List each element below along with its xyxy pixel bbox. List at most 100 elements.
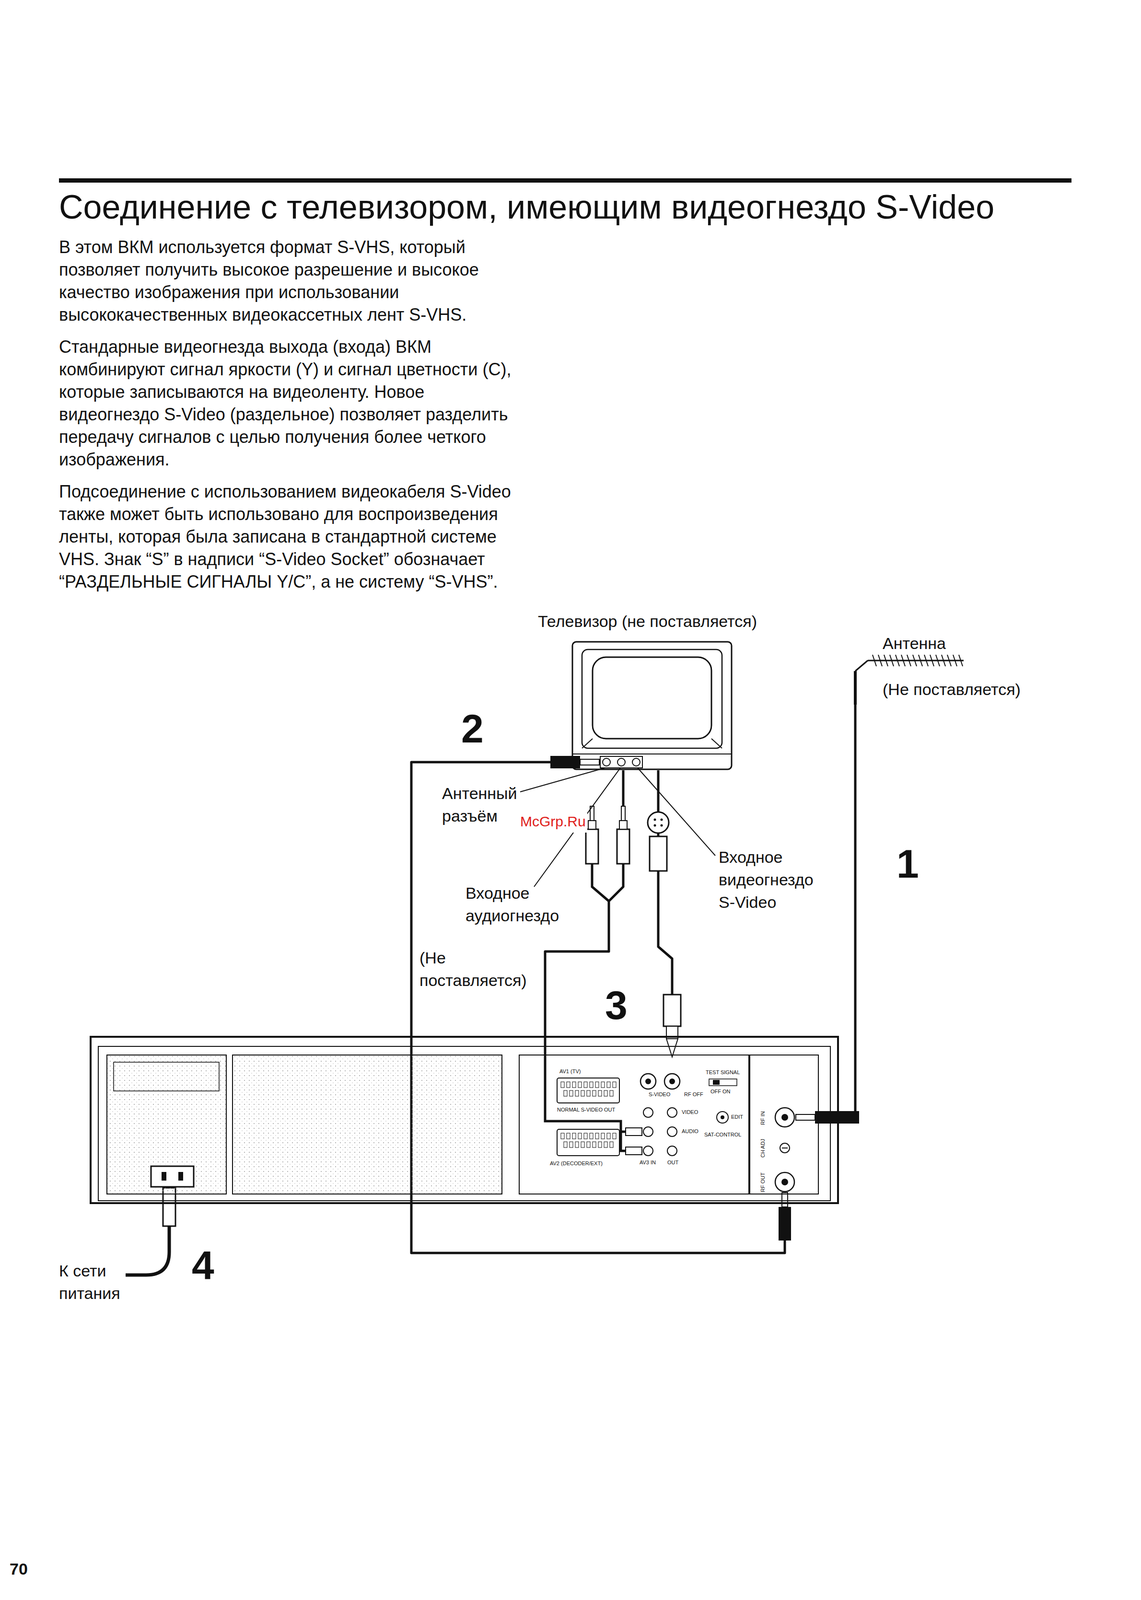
antenna-element xyxy=(930,654,934,667)
vcr-panel-plate xyxy=(113,1062,220,1092)
rf-plug xyxy=(815,1111,860,1124)
vcr-jack-panel xyxy=(519,1055,749,1195)
scart-pin xyxy=(569,1141,573,1148)
svideo-plug xyxy=(663,994,681,1027)
scart-pin xyxy=(598,1090,602,1097)
antenna-element xyxy=(935,654,940,667)
rf-jack-core xyxy=(781,1178,789,1186)
scart-pin xyxy=(581,1090,585,1097)
scart-pin xyxy=(609,1141,614,1148)
tv-screen xyxy=(592,657,712,739)
node-heading: Телевизор (не поставляется) xyxy=(537,612,757,631)
scart-pin xyxy=(566,1133,571,1140)
scart-pin xyxy=(586,1141,591,1148)
scart-pin xyxy=(586,1090,591,1097)
scart-pin xyxy=(583,1133,588,1140)
power-socket xyxy=(151,1166,194,1188)
scart-pin xyxy=(560,1082,565,1088)
antenna-element xyxy=(884,654,888,667)
scart-pin xyxy=(589,1133,594,1140)
edit-jack-core xyxy=(720,1115,725,1120)
scart-pin xyxy=(612,1133,617,1140)
rca-jack xyxy=(643,1107,653,1118)
rca-jack xyxy=(643,1146,653,1156)
scart-pin xyxy=(592,1141,596,1148)
rca-plug-collar xyxy=(588,820,596,830)
node-text: AUDIO xyxy=(681,1128,699,1135)
jack-label: Входное аудиогнездо xyxy=(465,882,569,928)
antenna-element xyxy=(958,654,963,667)
rca-jack xyxy=(667,1146,677,1156)
antenna-element xyxy=(889,654,894,667)
svideo-jack xyxy=(664,1073,680,1090)
socket-pin xyxy=(178,1172,184,1181)
scart-pin xyxy=(589,1082,594,1088)
rca-jack xyxy=(643,1127,653,1137)
node-text: TEST SIGNAL xyxy=(705,1069,740,1076)
scart-pin xyxy=(572,1133,576,1140)
svideo-jack-core xyxy=(669,1078,676,1085)
node-text: CH ADJ xyxy=(759,1139,767,1158)
watermark: McGrp.Ru xyxy=(518,810,588,833)
rf-plug-tip xyxy=(781,1192,788,1208)
scart-pin xyxy=(563,1141,568,1148)
scart-pin xyxy=(583,1082,588,1088)
antenna-element xyxy=(895,654,900,667)
tv-jack xyxy=(602,758,611,767)
rca-jack xyxy=(667,1127,677,1137)
scart-pin xyxy=(578,1133,582,1140)
tv-jack-panel xyxy=(600,756,643,769)
edit-jack xyxy=(716,1111,729,1124)
antenna-element xyxy=(872,654,877,667)
tv-bezel-corner xyxy=(582,738,593,749)
callout-number: 3 xyxy=(605,985,628,1026)
antenna-element xyxy=(907,654,911,667)
body-text: В этом ВКМ используется формат S-VHS, ко… xyxy=(58,235,529,603)
vcr-left-panel xyxy=(106,1055,227,1195)
rf-plug xyxy=(550,756,581,769)
rca-plug-tip xyxy=(621,806,626,821)
scart-pin xyxy=(606,1082,611,1088)
svideo-pin xyxy=(660,818,664,822)
antenna-element xyxy=(924,654,929,667)
antenna: Антенна (Не поставляется) xyxy=(848,632,1050,705)
tv-base-line xyxy=(572,753,732,755)
scart-pin xyxy=(609,1090,614,1097)
title-rule xyxy=(58,178,1072,183)
antenna-element xyxy=(901,654,906,667)
antenna-element xyxy=(947,654,952,667)
node-text: RF IN xyxy=(759,1111,767,1126)
node-text: (Не поставляется) xyxy=(882,680,1021,699)
rf-plug-tip xyxy=(580,759,600,766)
rf-in-jack xyxy=(775,1107,795,1128)
callout-number: 1 xyxy=(896,843,920,885)
rf-out-jack xyxy=(775,1172,795,1192)
svideo-jack xyxy=(640,1073,656,1090)
node-text: EDIT xyxy=(731,1114,744,1121)
scart-pin xyxy=(606,1133,611,1140)
scart-pin xyxy=(595,1133,599,1140)
scart-pin xyxy=(575,1141,579,1148)
antenna-element xyxy=(941,654,946,667)
ch-adj-slot xyxy=(781,1147,788,1149)
television: Телевизор (не поставляется) xyxy=(571,640,733,771)
rf-plug xyxy=(778,1207,792,1241)
svideo-jack-core xyxy=(645,1078,652,1085)
svideo-pin xyxy=(660,824,664,827)
television-drawing xyxy=(571,640,733,771)
body-paragraph: В этом ВКМ используется формат S-VHS, ко… xyxy=(58,235,529,326)
scart-pin xyxy=(563,1090,568,1097)
node-text: Антенна xyxy=(882,634,946,653)
body-paragraph: Подсоединение с использованием видеокабе… xyxy=(58,480,529,594)
vcr-rear-panel-drawing xyxy=(89,1036,839,1205)
rca-plug xyxy=(617,829,630,864)
scart-pin xyxy=(601,1133,605,1140)
rca-jack xyxy=(667,1107,677,1118)
antenna-arm xyxy=(855,660,868,672)
scart-pin xyxy=(598,1141,602,1148)
vcr-middle-panel xyxy=(232,1055,502,1195)
antenna-mast xyxy=(853,671,857,705)
rf-plug-tip xyxy=(795,1114,815,1121)
node-text: AV2 (DECODER/EXT) xyxy=(549,1160,603,1167)
scart-socket xyxy=(557,1078,620,1104)
